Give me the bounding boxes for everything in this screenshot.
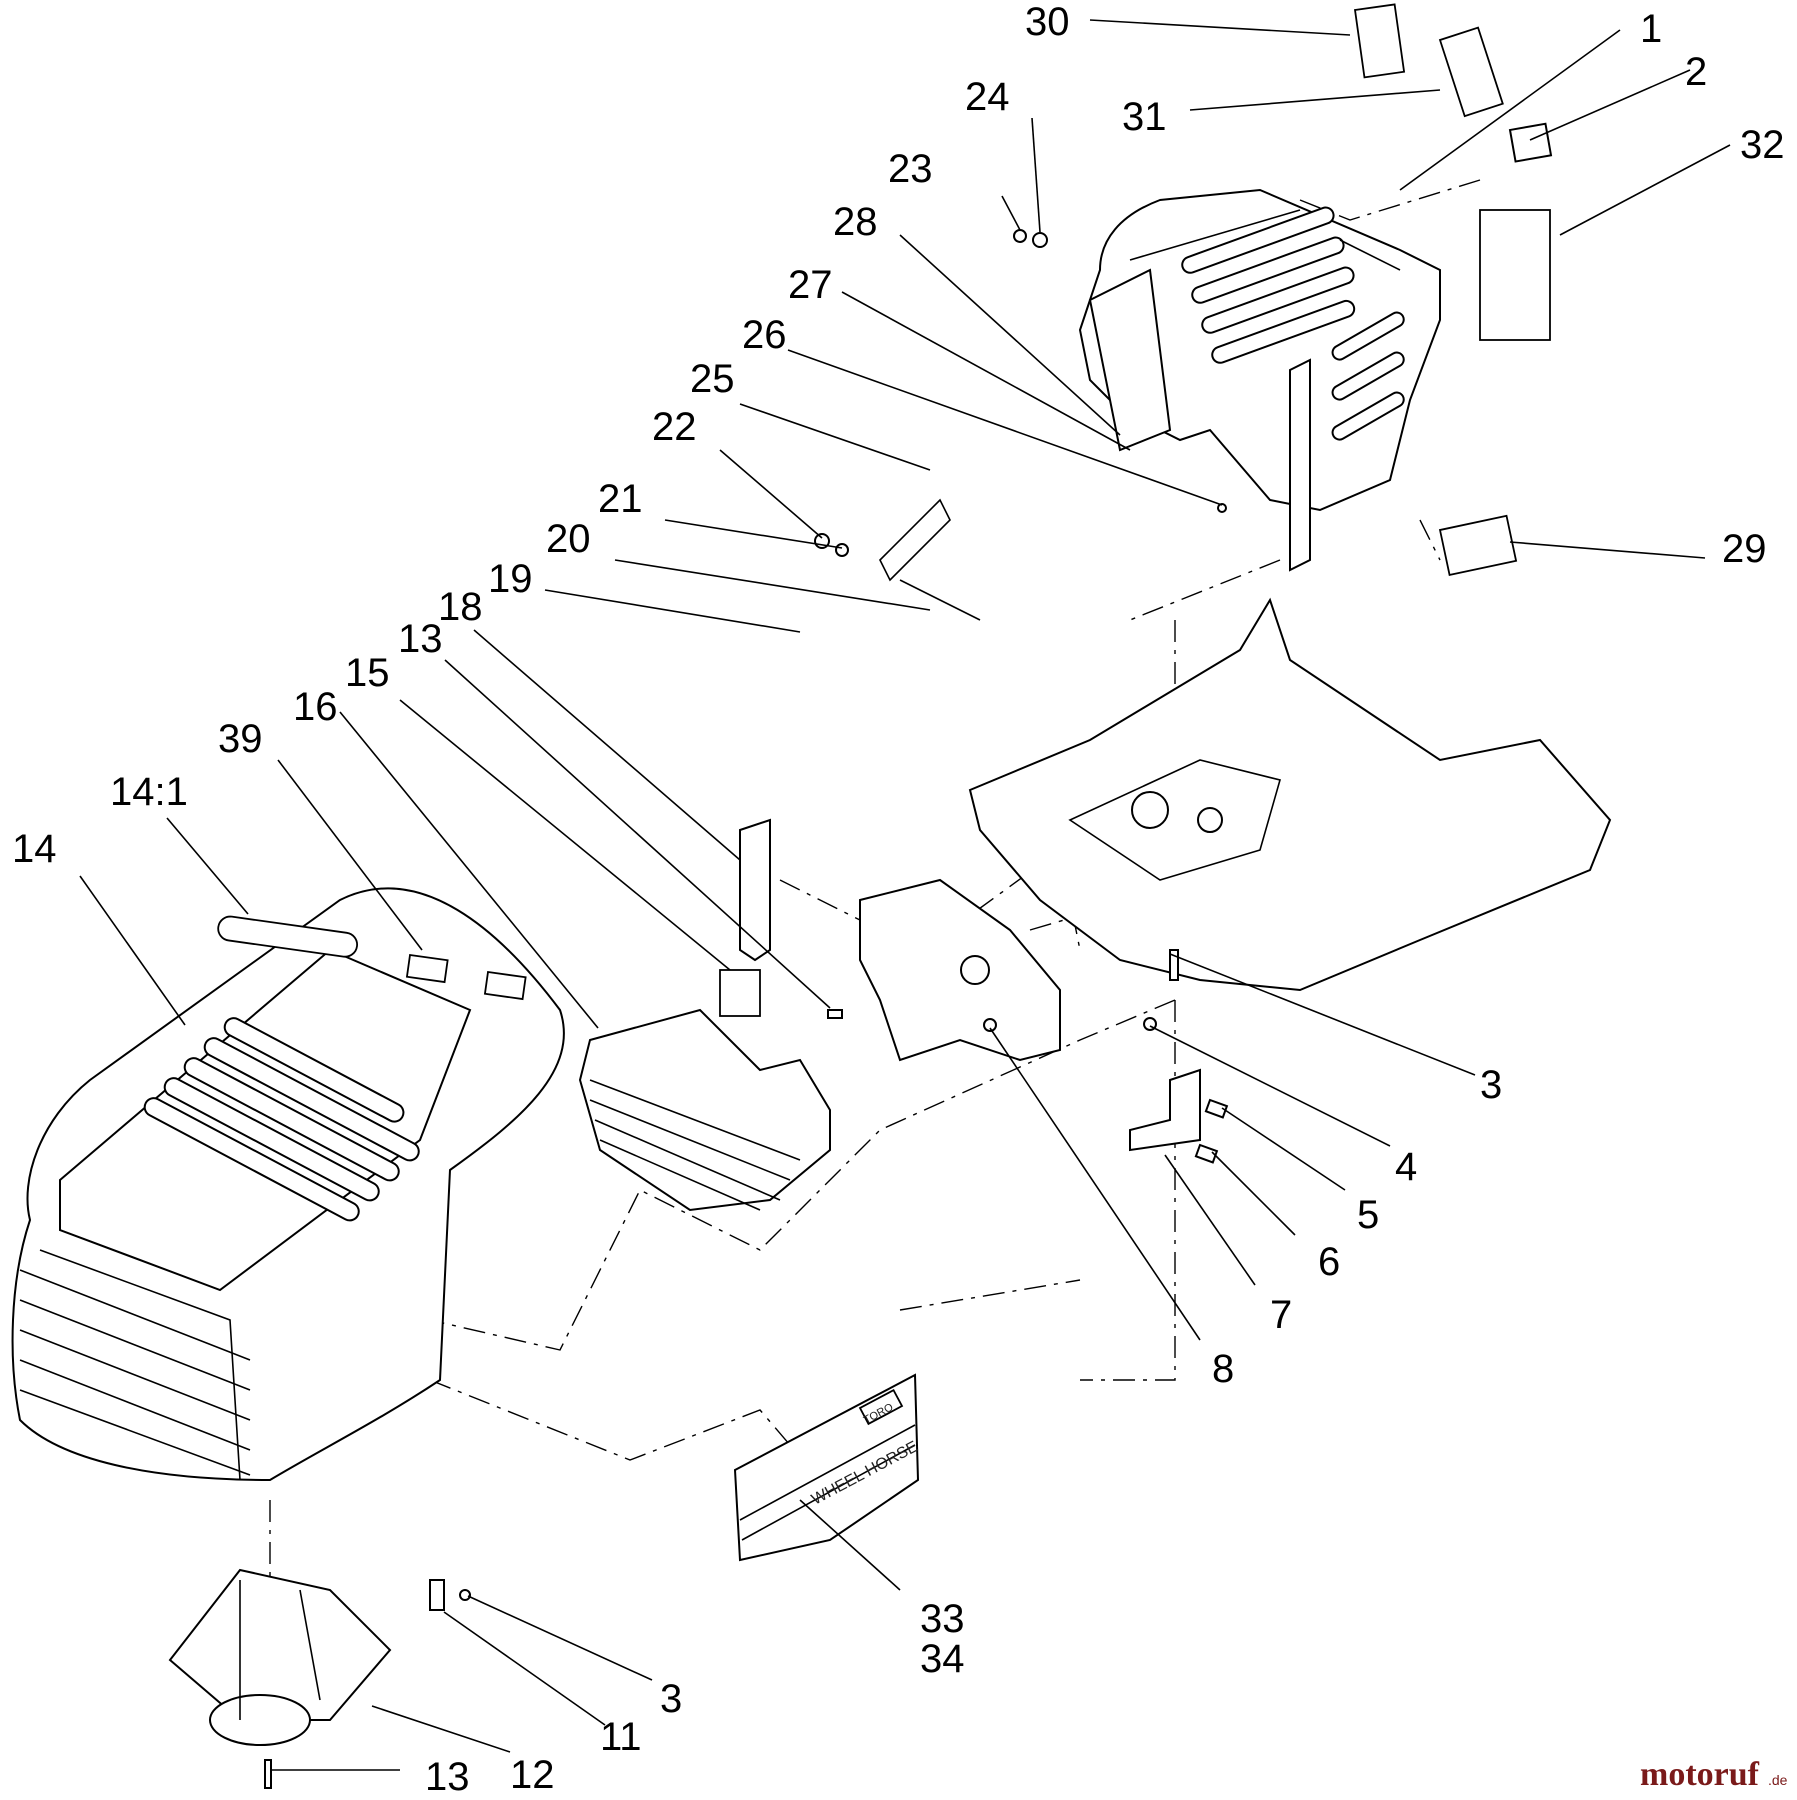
running-board	[968, 597, 1612, 992]
nut-23	[1013, 229, 1027, 243]
cap-2	[1508, 122, 1553, 163]
leader-lines	[79, 19, 1731, 1771]
grille-housing	[578, 969, 843, 1212]
bolt-13	[827, 1009, 843, 1019]
cup-holder	[168, 1568, 471, 1789]
callout-13a: 13	[398, 617, 443, 661]
pin-26	[1217, 503, 1227, 513]
watermark: motoruf .de	[1640, 1756, 1788, 1793]
callout-32: 32	[1740, 123, 1785, 167]
callout-21: 21	[598, 477, 643, 521]
decal-29	[1438, 514, 1518, 577]
callout-1: 1	[1640, 7, 1662, 51]
screw-3	[459, 1589, 471, 1601]
watermark-suffix: .de	[1768, 1772, 1788, 1788]
bracket-11	[429, 1579, 445, 1611]
callout-14-1: 14:1	[110, 770, 188, 814]
callout-28: 28	[833, 200, 878, 244]
decal-30	[1353, 3, 1406, 79]
decal-31	[1438, 26, 1504, 118]
bolt-6	[1194, 1143, 1219, 1164]
hood-front-grille	[19, 1269, 251, 1476]
callout-33-34: 33 34	[920, 1597, 976, 1681]
callout-20: 20	[546, 517, 591, 561]
callout-12: 12	[510, 1753, 555, 1797]
callout-13b: 13	[425, 1755, 470, 1799]
callout-27: 27	[788, 263, 833, 307]
callout-6: 6	[1318, 1240, 1340, 1284]
callout-39: 39	[218, 717, 263, 761]
hood-assembly	[11, 887, 565, 1482]
callout-3b: 3	[660, 1677, 682, 1721]
callout-24: 24	[965, 75, 1010, 119]
callout-16: 16	[293, 685, 338, 729]
steering-support	[739, 818, 1229, 1164]
callout-29: 29	[1722, 527, 1767, 571]
grille-plate-15	[719, 969, 761, 1017]
callout-15: 15	[345, 651, 390, 695]
nut-8	[983, 1018, 997, 1032]
callout-14: 14	[12, 827, 57, 871]
dash-panel	[1078, 188, 1441, 572]
side-decal: WHEEL HORSE TORO	[733, 1373, 921, 1562]
washer-24	[1032, 232, 1048, 248]
bracket-7	[1129, 1068, 1201, 1152]
callout-8: 8	[1212, 1347, 1234, 1391]
callout-26: 26	[742, 313, 787, 357]
callout-30: 30	[1025, 0, 1070, 44]
callout-4: 4	[1395, 1145, 1417, 1189]
callout-19: 19	[488, 557, 533, 601]
hood-decal-14-1	[217, 915, 358, 958]
callout-11: 11	[600, 1715, 642, 1759]
hood-decal-39b	[483, 970, 527, 1001]
callout-7: 7	[1270, 1293, 1292, 1337]
callout-23: 23	[888, 147, 933, 191]
decal-32	[1479, 209, 1551, 341]
bolt-3	[1169, 949, 1179, 981]
top-decals	[1353, 3, 1553, 577]
dash-vent-slots	[1181, 206, 1405, 441]
callout-25: 25	[690, 357, 735, 401]
screw-13	[264, 1759, 272, 1789]
callout-2: 2	[1685, 50, 1707, 94]
bolt-5	[1204, 1098, 1229, 1119]
callout-22: 22	[652, 405, 697, 449]
callout-18: 18	[438, 585, 483, 629]
steering-linkage	[814, 229, 1227, 621]
watermark-name: motoruf	[1640, 1756, 1760, 1793]
callout-31: 31	[1122, 95, 1167, 139]
callout-5: 5	[1357, 1193, 1379, 1237]
callout-3a: 3	[1480, 1063, 1502, 1107]
washer-21	[835, 543, 849, 557]
hood-vent-slots	[143, 1017, 420, 1222]
hood-decal-39	[405, 953, 449, 984]
callout-labels: 30 1 2 24 31 32 23 28 27 26 25 22 21 20 …	[12, 0, 1785, 1799]
